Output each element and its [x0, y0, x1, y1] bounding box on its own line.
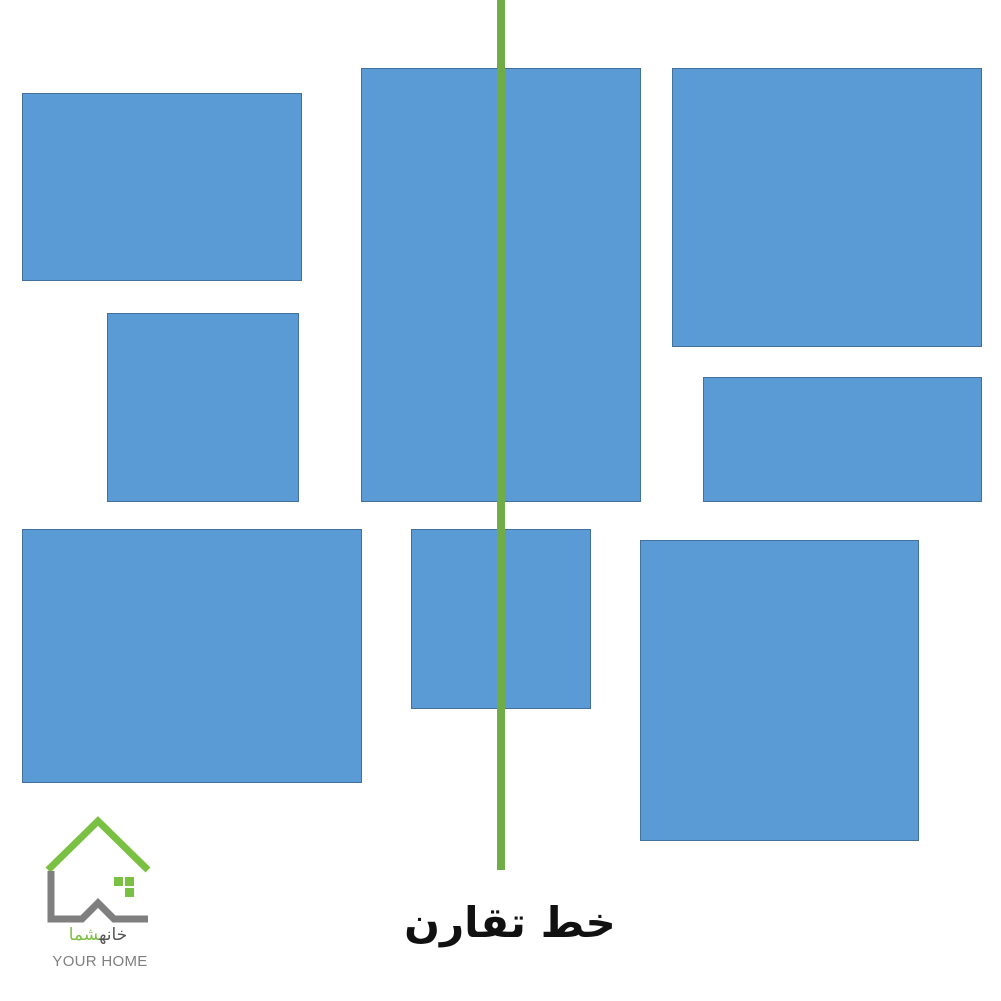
logo-name-part-1: شما	[68, 925, 99, 945]
frame-rectangle-5	[703, 377, 982, 502]
frame-rectangle-6	[22, 529, 362, 783]
symmetry-line	[497, 0, 505, 870]
logo-english-name: YOUR HOME	[52, 953, 148, 970]
caption: خط تقارن	[404, 898, 616, 947]
frame-rectangle-4	[672, 68, 982, 347]
logo-name-part-2: خانه	[98, 925, 128, 945]
logo-persian-name: خانهشما	[48, 925, 148, 945]
frame-rectangle-1	[22, 93, 302, 281]
frame-rectangle-8	[640, 540, 919, 841]
logo: خانهشما YOUR HOME	[40, 815, 160, 975]
house-logo-icon	[45, 816, 151, 923]
frame-rectangle-2	[107, 313, 299, 502]
